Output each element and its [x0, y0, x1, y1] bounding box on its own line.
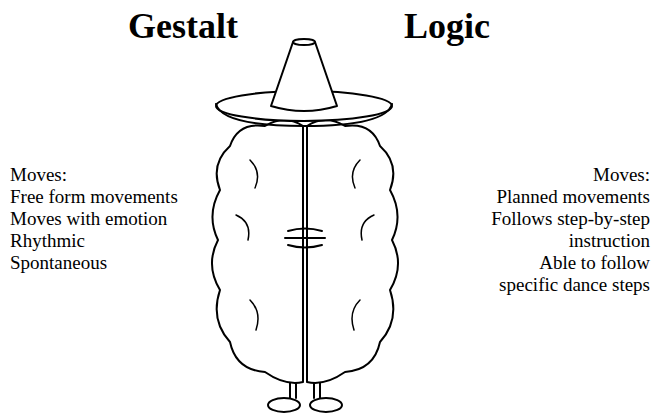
- left-shoe: [268, 398, 300, 412]
- right-shoe: [310, 398, 342, 412]
- brain-folds: [236, 160, 374, 330]
- hat-top: [293, 39, 315, 45]
- list-item: Spontaneous: [10, 252, 240, 274]
- list-item: Planned movements: [450, 186, 650, 208]
- left-hemisphere: [212, 120, 303, 383]
- column-heading: Logic: [347, 6, 547, 46]
- list-heading: Moves:: [450, 164, 650, 186]
- list-item: Follows step-by-step instruction: [450, 208, 650, 252]
- right-hemisphere: [307, 120, 398, 383]
- hat-cone: [271, 42, 337, 111]
- list-item: Able to follow specific dance steps: [485, 252, 650, 296]
- list-item: Free form movements: [10, 186, 240, 208]
- list-item: Rhythmic: [10, 230, 240, 252]
- list-item: Moves with emotion: [10, 208, 240, 230]
- center-stitches: [285, 229, 325, 248]
- column-heading: Gestalt: [83, 6, 283, 46]
- list-heading: Moves:: [10, 164, 240, 186]
